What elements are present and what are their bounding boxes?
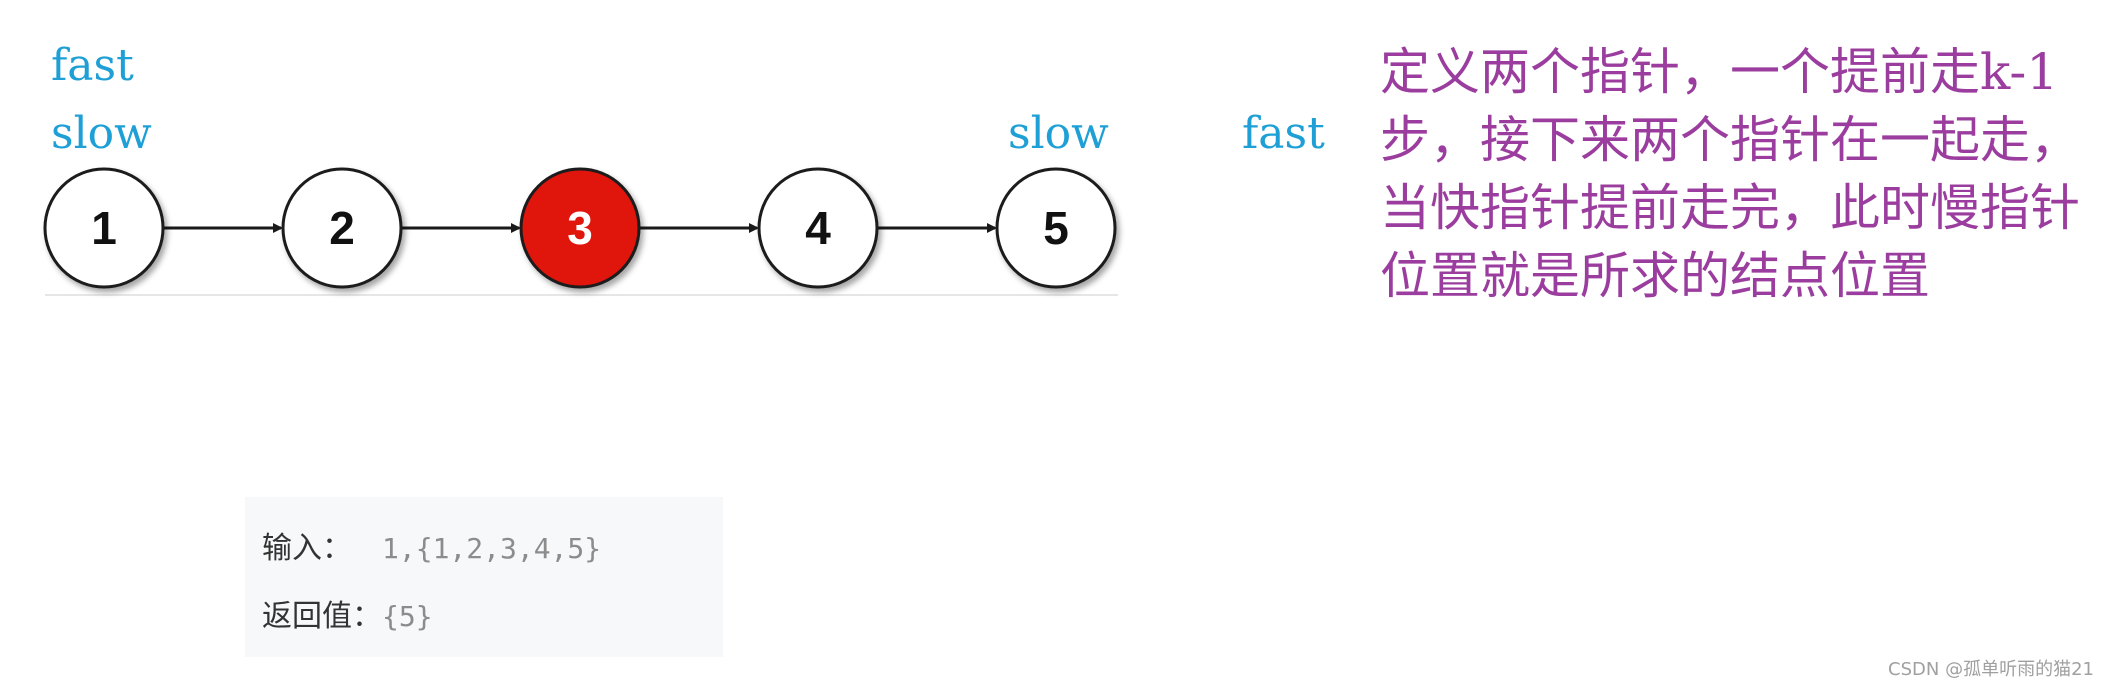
node-value: 5 xyxy=(1043,202,1069,254)
watermark: CSDN @孤单听雨的猫21 xyxy=(1888,659,2094,680)
linked-list-diagram: 1 2 3 4 5 xyxy=(43,167,1118,296)
list-node: 2 xyxy=(281,167,403,289)
example-input-row: 输入： 1,{1,2,3,4,5} xyxy=(262,523,601,567)
explanation-text: 定义两个指针，一个提前走k-1步，接下来两个指针在一起走，当快指针提前走完，此时… xyxy=(1380,43,2080,305)
return-value: {5} xyxy=(382,600,433,633)
fast-pointer-label-start: fast xyxy=(51,40,134,91)
node-circle xyxy=(281,167,403,289)
fast-pointer-label-end: fast xyxy=(1242,108,1325,159)
example-return-row: 返回值：{5} xyxy=(262,591,433,635)
input-value: 1,{1,2,3,4,5} xyxy=(382,532,602,565)
node-value: 4 xyxy=(805,202,831,254)
node-value: 2 xyxy=(329,202,355,254)
node-circle xyxy=(519,167,641,289)
node-circle xyxy=(43,167,165,289)
node-value: 3 xyxy=(567,202,593,254)
slow-pointer-label-end: slow xyxy=(1008,108,1109,159)
node-circle xyxy=(995,167,1117,289)
node-value: 1 xyxy=(91,202,117,254)
input-label: 输入： xyxy=(262,531,352,566)
slow-pointer-label-start: slow xyxy=(51,108,152,159)
example-box: 输入： 1,{1,2,3,4,5} 返回值：{5} xyxy=(245,497,723,657)
list-node: 5 xyxy=(995,167,1117,289)
list-node: 4 xyxy=(757,167,879,289)
list-node-highlighted: 3 xyxy=(519,167,641,289)
node-circle xyxy=(757,167,879,289)
list-node: 1 xyxy=(43,167,165,289)
return-label: 返回值： xyxy=(262,599,382,634)
